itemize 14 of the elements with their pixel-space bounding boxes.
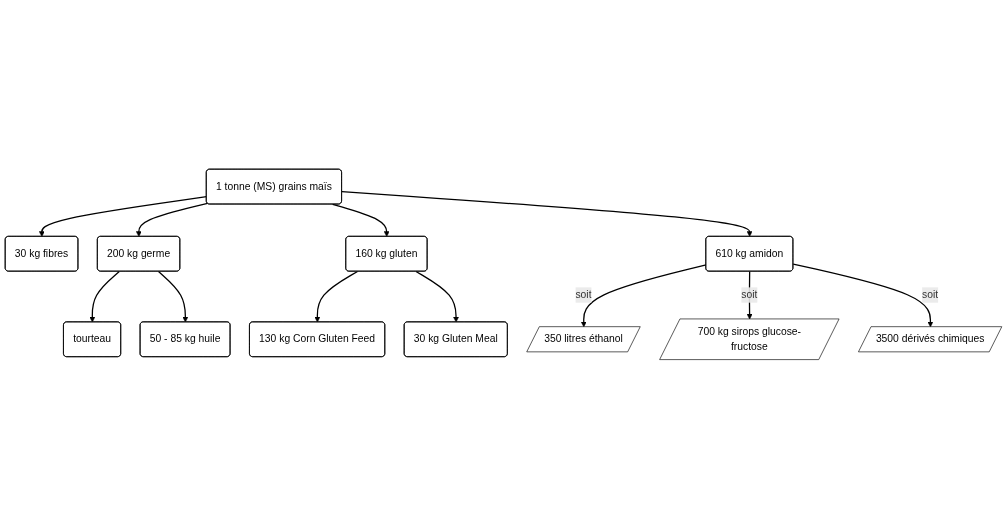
edge-label: soit [922, 288, 939, 300]
arrow [157, 270, 189, 323]
edge-label: soit [575, 288, 592, 300]
arrow [415, 270, 459, 323]
edge-label: soit [741, 288, 758, 300]
arrow [746, 270, 753, 320]
arrow [332, 203, 390, 237]
arrow [135, 202, 209, 237]
arrow [38, 195, 208, 237]
arrow [792, 262, 934, 327]
arrow [580, 263, 707, 327]
arrow [341, 190, 753, 237]
arrow [89, 270, 120, 323]
arrow [314, 270, 359, 323]
